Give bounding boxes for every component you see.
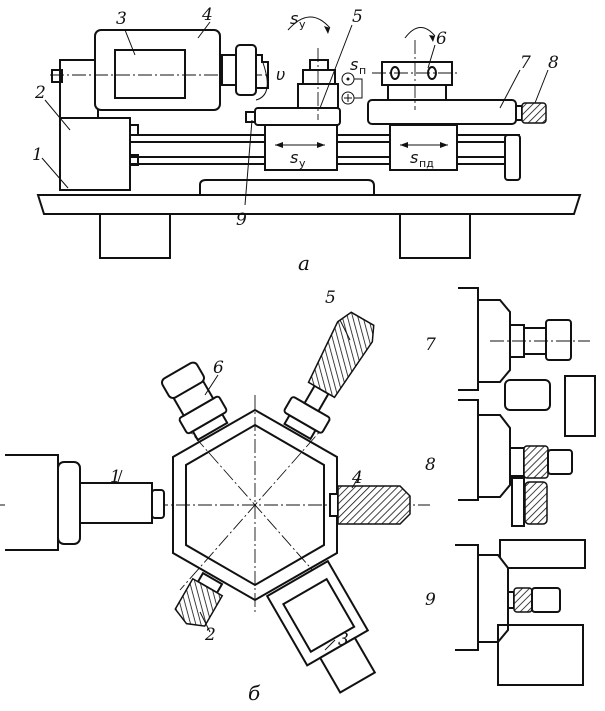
tool-label-3: 3: [338, 630, 349, 650]
stop-9: [245, 111, 256, 123]
tool-5: [307, 311, 375, 399]
rotation-feed-sub: у: [299, 18, 306, 31]
panel-7: [458, 287, 596, 437]
label-7: 7: [520, 53, 531, 73]
headstock: [59, 59, 99, 119]
bed-leg-left: [99, 213, 171, 259]
chuck-1: [5, 454, 59, 551]
longitudinal-feed-symbol: s: [410, 148, 418, 167]
lathe-side-view: [36, 16, 582, 259]
turret-rotation-arrow: [404, 27, 436, 39]
tool-label-1: 1: [110, 467, 121, 487]
turret-head-6: [381, 61, 453, 86]
view-b-labels: 1 2 3 4 5 6 б: [110, 288, 363, 705]
tool-label-2: 2: [204, 625, 216, 645]
speed-arrow: [255, 59, 268, 101]
turret-slide-7: [367, 99, 517, 125]
gearbox-2: [59, 117, 131, 191]
operation-panels: 7 8 9: [425, 287, 596, 686]
handwheel-8: [521, 102, 547, 124]
speed-label: υ: [276, 65, 285, 84]
rotation-feed-symbol: s: [290, 9, 298, 28]
cross-feed-sub: у: [299, 157, 306, 170]
label-3: 3: [116, 9, 127, 29]
tool-label-5: 5: [325, 288, 336, 308]
tool-4: [337, 485, 411, 525]
bed-leg-right: [399, 213, 471, 259]
label-5: 5: [352, 7, 363, 27]
label-1: 1: [32, 145, 43, 165]
cross-feed-symbol: s: [290, 148, 298, 167]
turret-top-view: [0, 311, 430, 694]
label-9: 9: [236, 210, 247, 230]
label-6: 6: [436, 29, 447, 49]
cross-slide-bar: [254, 107, 341, 126]
tool-label-6: 6: [213, 358, 224, 378]
caption-a: а: [298, 251, 310, 275]
label-4: 4: [201, 5, 213, 25]
panel-8: [458, 399, 586, 569]
tool-label-4: 4: [351, 468, 363, 488]
longitudinal-feed-sub: пд: [419, 157, 434, 170]
machine-bed: [36, 194, 582, 215]
cross-carriage: [264, 124, 338, 171]
panel-label-7: 7: [425, 335, 436, 355]
tool-6: [161, 361, 205, 399]
panel-label-8: 8: [425, 455, 436, 475]
label-8: 8: [548, 53, 559, 73]
turret-base: [387, 84, 447, 101]
panel-9: [455, 544, 584, 686]
tool-3-holder: [265, 559, 370, 667]
bar-1: [79, 482, 153, 524]
tool-2: [174, 577, 224, 627]
caption-b: б: [248, 681, 261, 705]
indexing-feed-symbol: s: [350, 55, 358, 74]
panel-label-9: 9: [425, 590, 436, 610]
view-a-labels: 1 2 3 4 5 6 7 8 9 υ s у s п s у s пд а: [32, 5, 559, 275]
label-2: 2: [34, 83, 46, 103]
bed-way: [199, 179, 375, 195]
spindle-chuck: [235, 44, 257, 96]
indexing-feed-sub: п: [359, 64, 366, 77]
motor-3: [114, 49, 186, 99]
